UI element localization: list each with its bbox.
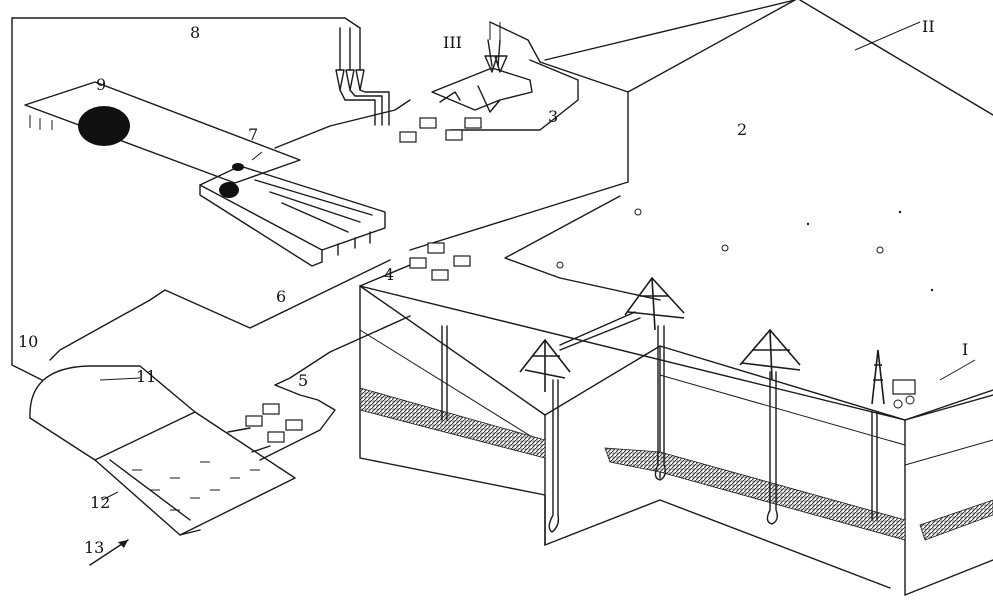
label-I: I bbox=[962, 340, 968, 359]
ground-block bbox=[359, 195, 993, 596]
headframe-towers bbox=[519, 276, 916, 409]
direction-arrow bbox=[89, 539, 129, 566]
label-2: 2 bbox=[737, 120, 747, 139]
label-7: 7 bbox=[248, 125, 258, 144]
label-II: II bbox=[922, 17, 935, 36]
process-flow-boundary bbox=[11, 17, 541, 461]
label-4: 4 bbox=[384, 265, 394, 284]
label-5: 5 bbox=[298, 371, 308, 390]
surface-plant-area bbox=[409, 0, 993, 381]
label-9: 9 bbox=[96, 75, 106, 94]
conveyor-washery bbox=[24, 81, 386, 267]
label-8: 8 bbox=[190, 23, 200, 42]
coal-seam bbox=[359, 387, 993, 541]
surface-wells bbox=[556, 208, 934, 292]
pipe-bundle bbox=[335, 27, 390, 126]
label-6: 6 bbox=[276, 287, 286, 306]
label-13: 13 bbox=[84, 538, 104, 557]
label-3: 3 bbox=[548, 107, 558, 126]
number-labels: I 2 3 4 5 6 7 8 9 10 11 12 13 II III bbox=[18, 17, 968, 557]
label-12: 12 bbox=[90, 493, 110, 512]
label-11: 11 bbox=[136, 367, 156, 386]
processing-plant bbox=[431, 22, 579, 131]
label-III: III bbox=[443, 33, 462, 52]
storage-dome-and-yard bbox=[29, 365, 296, 536]
label-10: 10 bbox=[18, 332, 38, 351]
equipment-boxes bbox=[245, 117, 482, 443]
boreholes bbox=[441, 325, 878, 533]
